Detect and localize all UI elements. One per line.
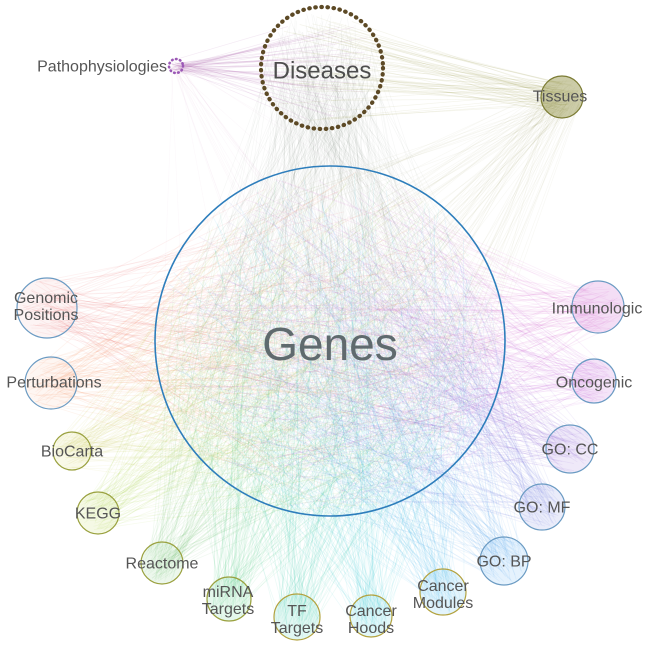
label-biocarta[interactable]: BioCarta <box>41 444 103 461</box>
edge-fan-tf-targets-to-genes <box>168 182 495 638</box>
edge-fan-oncogenic-to-genes <box>161 180 615 507</box>
label-go-mf[interactable]: GO: MF <box>514 500 571 517</box>
node-genes-circle[interactable] <box>154 165 506 517</box>
node-cancer-hoods[interactable] <box>349 594 393 638</box>
node-pathophysiologies[interactable] <box>167 57 185 75</box>
label-go-cc[interactable]: GO: CC <box>542 442 599 459</box>
edge-layer <box>20 13 622 638</box>
edge-fan-tissues-to-genes <box>165 79 582 510</box>
edge-fan-cancer-modules-to-genes <box>173 176 490 613</box>
node-tf-targets[interactable] <box>273 593 321 641</box>
edge-fan-perturbations-to-genes <box>26 171 478 505</box>
label-layer: Genes Diseases PathophysiologiesTissuesGen… <box>6 57 642 637</box>
edge-fan-go-bp-to-genes <box>169 201 527 583</box>
node-reactome[interactable] <box>140 541 184 585</box>
edge-fan-pathophysiologies-to-diseases <box>169 26 373 121</box>
label-pathophysiologies[interactable]: Pathophysiologies <box>37 59 167 76</box>
node-oncogenic[interactable] <box>571 358 617 404</box>
label-diseases[interactable]: Diseases <box>273 57 372 84</box>
label-kegg[interactable]: KEGG <box>75 506 121 523</box>
node-tissues[interactable] <box>540 75 584 119</box>
label-tissues[interactable]: Tissues <box>533 89 588 106</box>
node-biocarta[interactable] <box>52 431 92 471</box>
node-go-cc[interactable] <box>545 424 595 474</box>
edge-fan-pathophysiologies-to-genes <box>161 59 456 494</box>
label-reactome[interactable]: Reactome <box>126 556 199 573</box>
label-oncogenic[interactable]: Oncogenic <box>556 375 633 392</box>
edge-fan-biocarta-to-genes <box>54 171 501 506</box>
node-kegg[interactable] <box>76 491 120 535</box>
edge-fan-tissues-to-diseases <box>266 16 582 121</box>
edge-fan-mirna-targets-to-genes <box>159 180 481 619</box>
node-go-bp[interactable] <box>479 536 529 586</box>
node-genomic-positions[interactable] <box>16 277 78 339</box>
node-mirna-targets[interactable] <box>206 576 252 622</box>
node-immunologic[interactable] <box>571 280 625 334</box>
label-go-bp[interactable]: GO: BP <box>476 554 531 571</box>
edge-fan-cancer-hoods-to-genes <box>160 173 502 635</box>
edge-fan-diseases-to-genes <box>162 13 499 513</box>
node-diseases[interactable] <box>258 4 386 132</box>
label-genes[interactable]: Genes <box>262 318 398 370</box>
node-cancer-modules[interactable] <box>419 568 467 616</box>
edge-fan-genomic-positions-to-genes <box>20 188 490 507</box>
edge-fan-kegg-to-genes <box>79 181 501 533</box>
edge-fan-immunologic-to-genes <box>185 178 622 509</box>
label-perturbations[interactable]: Perturbations <box>6 375 101 392</box>
label-immunologic[interactable]: Immunologic <box>552 301 643 318</box>
edge-fan-reactome-to-genes <box>144 179 485 582</box>
node-perturbations[interactable] <box>24 356 78 410</box>
node-go-mf[interactable] <box>518 483 566 531</box>
edge-fan-go-mf-to-genes <box>166 184 562 527</box>
edge-fan-go-cc-to-genes <box>166 179 593 507</box>
